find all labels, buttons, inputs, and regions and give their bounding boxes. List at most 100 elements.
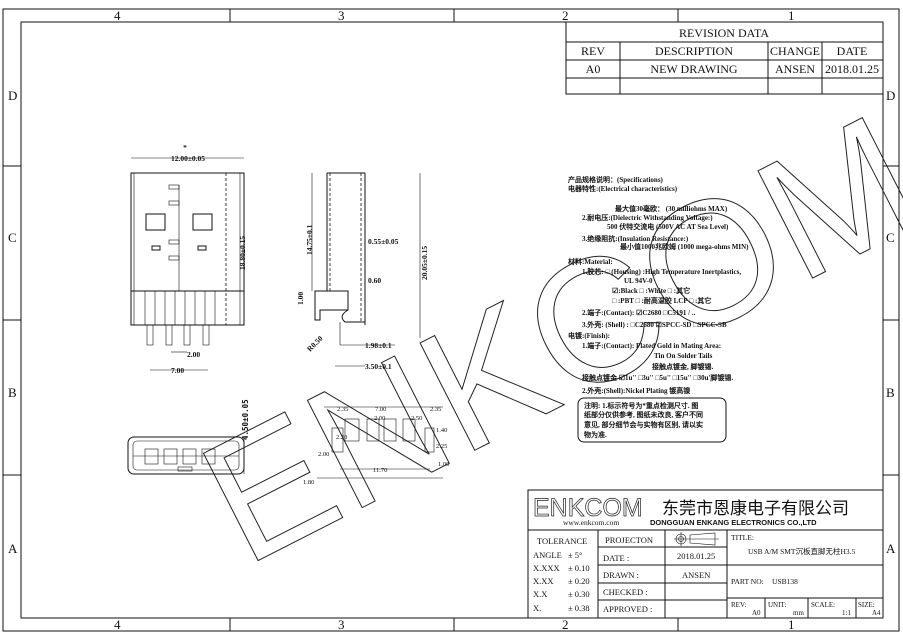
dim-pitch: 2.00 [187, 350, 200, 359]
dim-pin-span: 7.00 [171, 366, 184, 375]
spec-line: □ :PBT □ :耐高温胶 LCP □ :其它 [612, 296, 711, 305]
rev-value: A0 [586, 62, 601, 76]
tolerance-value: ± 5° [568, 550, 582, 560]
zone-col-3-bottom: 3 [338, 617, 345, 632]
dim-tail-1: 1.98±0.1 [365, 341, 392, 350]
spec-line: 产品规格说明：(Specifications) [568, 175, 664, 184]
pcb-dim-8: 2.25 [436, 443, 447, 450]
date-label: DATE : [603, 553, 629, 563]
side-view [311, 172, 421, 367]
title-block [527, 489, 884, 619]
spec-line: 接触点镀金 ☑1u'' □3u'' □5u'' □15u'' □30u'脚镀锡. [582, 373, 733, 382]
spec-line: 接触点镀金, 脚镀锡. [652, 362, 713, 371]
company-name-cn: 东莞市恩康电子有限公司 [662, 499, 849, 518]
dim-tail-2: 3.50±0.1 [365, 362, 392, 371]
zone-row-a: A [8, 541, 18, 556]
dim-shell-thickness: 0.55±0.05 [368, 237, 399, 246]
part-no-value: USB138 [772, 577, 798, 586]
zone-dividers [3, 9, 899, 631]
note-line: 注明: 1.标示符号为*重点检测尺寸. 图 [584, 401, 698, 410]
drawn-label: DRAWN : [603, 570, 639, 580]
end-view [127, 436, 245, 475]
revision-table: REVISION DATA REV DESCRIPTION CHANGE DAT… [565, 21, 884, 95]
pcb-dim-3: 2.35 [430, 406, 441, 413]
spec-line: 500 伏特交流电 (500V AC AT Sea Level) [607, 222, 729, 231]
spec-line: 电镀:(Finish): [568, 331, 610, 340]
zone-col-1: 1 [788, 8, 795, 23]
date-header: DATE [837, 44, 868, 58]
spec-line: 3.绝缘阻抗:(Insulation Resistance:) [582, 234, 689, 243]
date-value: 2018.01.25 [825, 62, 879, 76]
company-logo: ENKCOM [533, 494, 643, 522]
pcb-layout [317, 406, 443, 479]
pcb-dim-11: 1.00 [438, 461, 449, 468]
zone-row-a-right: A [886, 541, 896, 556]
pcb-dim-4: 2.00 [374, 415, 385, 422]
description-header: DESCRIPTION [655, 44, 733, 58]
revision-title: REVISION DATA [679, 26, 769, 40]
note: 注明: 1.标示符号为*重点检测尺寸. 图 纸部分仅供参考, 图纸未改良, 客户… [584, 401, 703, 439]
spec-line: 最大值30毫欧： (30 milliohms MAX) [615, 204, 728, 213]
scale-label: SCALE: [811, 601, 835, 609]
tolerance-key: ANGLE [533, 550, 562, 560]
company-name-en: DONGGUAN ENKANG ELECTRONICS CO.,LTD [650, 518, 817, 527]
projection-label: PROJECTON [605, 535, 653, 545]
zone-col-2: 2 [562, 8, 569, 23]
rev-header: REV [581, 44, 605, 58]
zone-row-c-right: C [886, 230, 895, 245]
unit-value: mm [793, 609, 804, 617]
spec-line: 电器特性:(Electrical characteristics) [568, 184, 678, 193]
dim-radius: R0.50 [305, 334, 325, 354]
zone-row-d: D [8, 88, 17, 103]
zone-row-c: C [8, 230, 17, 245]
pcb-dim-9: 2.00 [318, 451, 329, 458]
spec-line: 2.外壳:(Shell):Nickel Plating 镀高镍 [582, 386, 690, 395]
rev-label: REV: [731, 601, 746, 609]
dim-contact-thickness: 0.60 [368, 276, 381, 285]
rev-value: A0 [752, 609, 761, 617]
change-header: CHANGE [770, 44, 820, 58]
tolerance-key: X. [533, 603, 541, 613]
tolerance-key: X.X [533, 589, 547, 599]
zone-row-b-right: B [886, 385, 895, 400]
drawn-value: ANSEN [682, 570, 710, 580]
dim-total-height: 20.05±0.15 [420, 246, 429, 280]
size-value: A4 [872, 609, 881, 617]
zone-row-b: B [8, 385, 17, 400]
pcb-dim-6: 1.40 [436, 427, 447, 434]
company-website: www.enkcom.com [563, 518, 619, 527]
tolerance-value: ± 0.38 [568, 603, 590, 613]
spec-line: UL 94V-0 [624, 277, 653, 285]
pcb-dim-2: 7.00 [375, 406, 386, 413]
drawing-title: USB A/M SMT沉板直脚无柱H3.5 [748, 546, 856, 556]
dim-step: 1.00 [296, 292, 305, 305]
checked-label: CHECKED : [603, 587, 648, 597]
tolerance-value: ± 0.20 [568, 576, 590, 586]
date-value: 2018.01.25 [677, 551, 715, 561]
unit-label: UNIT: [768, 601, 786, 609]
tolerance-key: X.XX [533, 576, 554, 586]
zone-row-d-right: D [886, 88, 895, 103]
spec-line: 2.端子:(Contact): ☑C2680 □C5191 / .. [582, 308, 696, 317]
spec-line: 材料:Material: [567, 257, 613, 266]
spec-line: 3.外壳: (Shell) : □C2680 ☑SPCC-SD □SPCC-SB [582, 320, 727, 329]
tolerance-value: ± 0.10 [568, 563, 590, 573]
projection-symbol-icon [674, 532, 719, 546]
note-box [577, 397, 727, 443]
part-no-label: PART NO: [731, 577, 764, 586]
zone-col-3: 3 [338, 8, 345, 23]
scale-value: 1:1 [842, 609, 851, 617]
zone-col-4-bottom: 4 [114, 617, 121, 632]
tolerance-label: TOLERANCE [537, 536, 587, 546]
approved-label: APPROVED : [603, 604, 652, 614]
pcb-dim-7: 2.20 [336, 434, 347, 441]
note-line: 物为准. [584, 430, 607, 439]
zone-col-4: 4 [114, 8, 121, 23]
tolerance-key: X.XXX [533, 563, 560, 573]
dim-side-height: 14.75±0.1 [305, 224, 314, 255]
size-label: SIZE: [858, 601, 875, 609]
spec-line: ☑:Black □ :White □ :其它 [612, 286, 690, 295]
front-view [130, 157, 245, 371]
zone-col-1-bottom: 1 [788, 617, 795, 632]
